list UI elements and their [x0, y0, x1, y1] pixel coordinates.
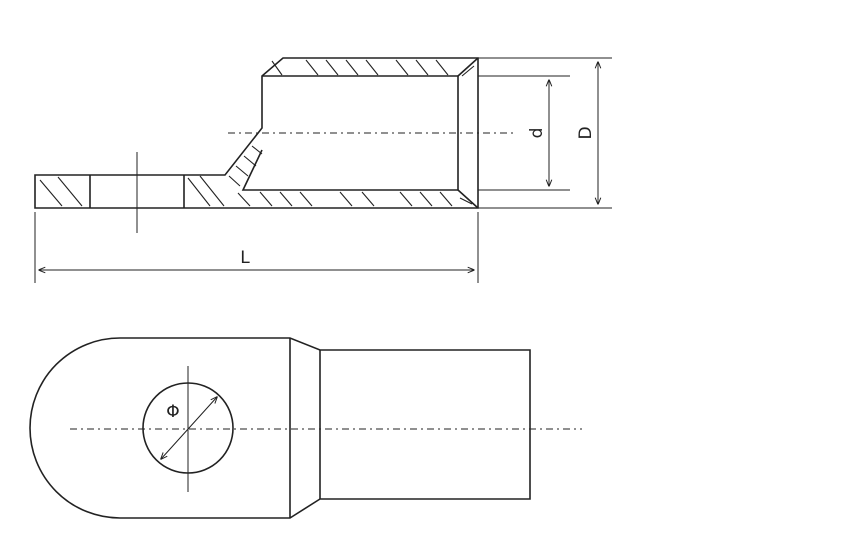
section-hatching	[39, 59, 475, 207]
label-phi: Φ	[166, 402, 179, 422]
lug-outline-side	[34, 57, 479, 209]
side-section-view: d D L	[34, 57, 612, 283]
bore-chamfer-top	[457, 57, 479, 77]
label-D: D	[576, 126, 596, 139]
top-plan-view: Φ	[29, 337, 582, 519]
bore-chamfer-bottom	[457, 189, 479, 209]
label-L: L	[240, 248, 250, 268]
label-d: d	[527, 128, 547, 139]
lug-outline-top	[29, 337, 531, 519]
dim-line-phi	[161, 397, 217, 459]
